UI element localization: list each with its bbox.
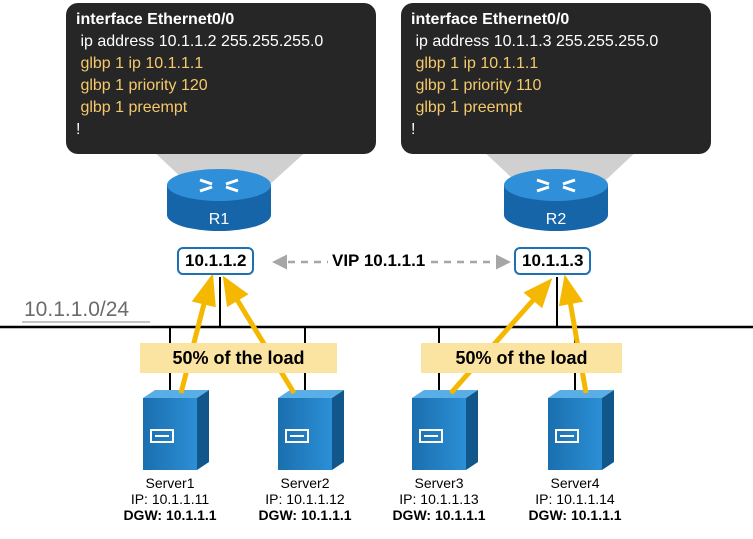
server1-name: Server1	[145, 475, 195, 491]
router-r1-label: R1	[209, 211, 230, 228]
server1-ip: IP: 10.1.1.11	[130, 491, 210, 507]
load-label-left: 50% of the load	[140, 343, 337, 373]
server2-info: Server2 IP: 10.1.1.12 DGW: 10.1.1.1	[245, 475, 365, 523]
server4-info: Server4 IP: 10.1.1.14 DGW: 10.1.1.1	[515, 475, 635, 523]
config-r1-header: interface Ethernet0/0	[76, 11, 235, 28]
config-box-r1: interface Ethernet0/0 ip address 10.1.1.…	[66, 3, 376, 154]
traffic-arrow-server3	[449, 278, 553, 395]
server3-info: Server3 IP: 10.1.1.13 DGW: 10.1.1.1	[379, 475, 499, 523]
server2-name: Server2	[280, 475, 330, 491]
config-r2-line: glbp 1 priority 110	[411, 77, 542, 94]
router-r2-label: R2	[546, 211, 567, 228]
server2-dgw: DGW: 10.1.1.1	[258, 507, 352, 523]
server4-icon	[548, 390, 614, 470]
config-box-r2: interface Ethernet0/0 ip address 10.1.1.…	[401, 3, 711, 154]
config-r1-line: ip address 10.1.1.2 255.255.255.0	[76, 33, 324, 50]
server2-icon	[278, 390, 344, 470]
server3-ip: IP: 10.1.1.13	[399, 491, 479, 507]
config-r1-line: !	[76, 121, 81, 138]
traffic-arrow-server1	[178, 273, 216, 394]
network-label: 10.1.1.0/24	[24, 298, 130, 321]
server3-name: Server3	[414, 475, 464, 491]
config-r2-header: interface Ethernet0/0	[411, 11, 570, 28]
server1-icon	[143, 390, 209, 470]
server1-dgw: DGW: 10.1.1.1	[123, 507, 217, 523]
server4-ip: IP: 10.1.1.14	[535, 491, 615, 507]
config-r2-line: glbp 1 preempt	[411, 99, 523, 116]
config-r2-line: ip address 10.1.1.3 255.255.255.0	[411, 33, 659, 50]
router-r1-icon: R1	[167, 169, 271, 231]
server3-icon	[412, 390, 478, 470]
r1-ip-box: 10.1.1.2	[177, 247, 255, 275]
load-label-right: 50% of the load	[421, 343, 622, 373]
server4-name: Server4	[550, 475, 600, 491]
config-r1-line: glbp 1 ip 10.1.1.1	[76, 55, 204, 72]
traffic-arrow-server2	[222, 275, 297, 395]
server1-info: Server1 IP: 10.1.1.11 DGW: 10.1.1.1	[110, 475, 230, 523]
config-r2-line: !	[411, 121, 416, 138]
server3-dgw: DGW: 10.1.1.1	[392, 507, 486, 523]
config-r1-line: glbp 1 priority 120	[76, 77, 208, 94]
config-r1-line: glbp 1 preempt	[76, 99, 188, 116]
router-r2-icon: R2	[504, 169, 608, 231]
vip-label: VIP 10.1.1.1	[328, 251, 430, 271]
server2-ip: IP: 10.1.1.12	[265, 491, 345, 507]
config-r2-line: glbp 1 ip 10.1.1.1	[411, 55, 539, 72]
r2-ip-box: 10.1.1.3	[514, 247, 592, 275]
server4-dgw: DGW: 10.1.1.1	[528, 507, 622, 523]
